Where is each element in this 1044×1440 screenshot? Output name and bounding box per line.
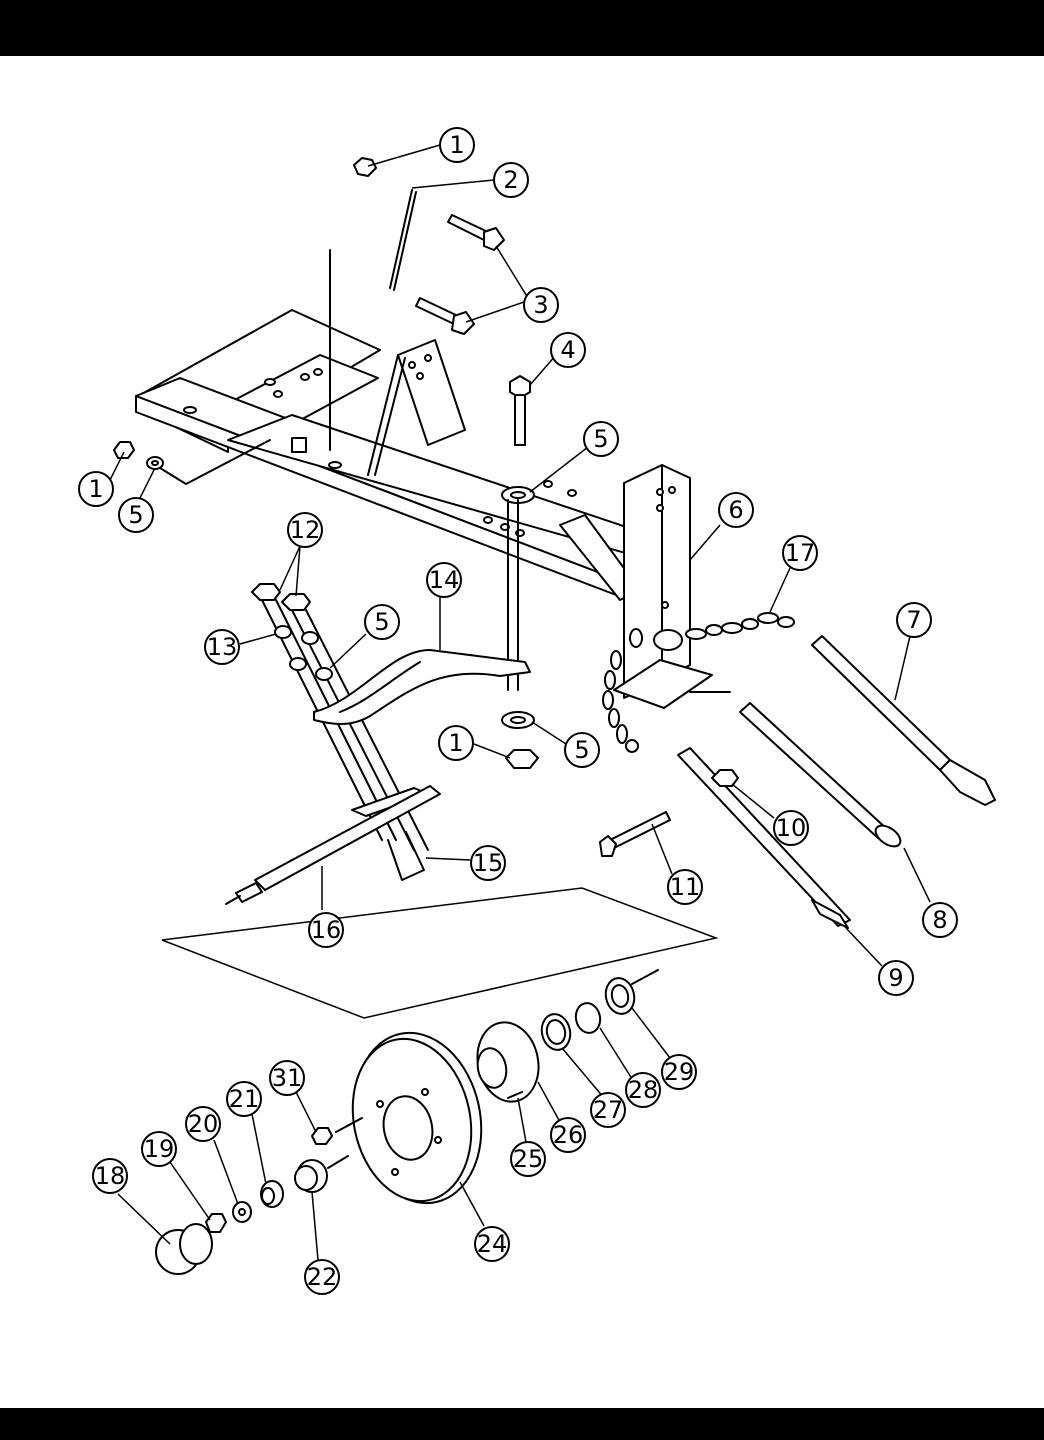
callout-label: 29 — [664, 1058, 695, 1086]
callout-label: 17 — [785, 539, 816, 567]
callout-17: 17 — [782, 535, 818, 571]
callout-26: 26 — [550, 1117, 586, 1153]
callout-3: 3 — [523, 287, 559, 323]
callout-11: 11 — [667, 869, 703, 905]
top-black-bar — [0, 0, 1044, 56]
callout-22: 22 — [304, 1259, 340, 1295]
callout-label: 5 — [128, 501, 143, 529]
callout-13: 13 — [204, 629, 240, 665]
callout-label: 12 — [290, 516, 321, 544]
callout-19: 19 — [141, 1131, 177, 1167]
callout-27: 27 — [590, 1092, 626, 1128]
callout-15: 15 — [470, 845, 506, 881]
callout-label: 11 — [670, 873, 701, 901]
callout-label: 10 — [776, 814, 807, 842]
callout-label: 20 — [188, 1110, 219, 1138]
callout-8: 8 — [922, 902, 958, 938]
callout-29: 29 — [661, 1054, 697, 1090]
callout-14: 14 — [426, 562, 462, 598]
callout-label: 15 — [473, 849, 504, 877]
callout-label: 1 — [449, 131, 464, 159]
callout-1-bottom: 1 — [438, 725, 474, 761]
callout-label: 4 — [560, 336, 575, 364]
callout-12: 12 — [287, 512, 323, 548]
callout-label: 3 — [533, 291, 548, 319]
callout-label: 24 — [477, 1230, 508, 1258]
top-hardware — [329, 157, 505, 451]
callout-label: 7 — [906, 606, 921, 634]
left-hardware — [113, 439, 271, 485]
callout-label: 2 — [503, 166, 518, 194]
callout-label: 25 — [513, 1145, 544, 1173]
callout-label: 14 — [429, 566, 460, 594]
callout-10: 10 — [773, 810, 809, 846]
callout-28: 28 — [625, 1072, 661, 1108]
callout-label: 18 — [95, 1162, 126, 1190]
callout-24: 24 — [474, 1226, 510, 1262]
callout-16: 16 — [308, 912, 344, 948]
callout-label: 28 — [628, 1076, 659, 1104]
callout-label: 16 — [311, 916, 342, 944]
callout-label: 8 — [932, 906, 947, 934]
callout-label: 21 — [229, 1085, 260, 1113]
callout-label: 19 — [144, 1135, 175, 1163]
callout-4: 4 — [550, 332, 586, 368]
callout-20: 20 — [185, 1106, 221, 1142]
callout-label: 6 — [728, 496, 743, 524]
callout-7: 7 — [896, 602, 932, 638]
callout-label: 22 — [307, 1263, 338, 1291]
callout-label: 5 — [374, 608, 389, 636]
callout-label: 5 — [593, 425, 608, 453]
callout-6: 6 — [718, 492, 754, 528]
callout-label: 1 — [448, 729, 463, 757]
callout-label: 5 — [574, 736, 589, 764]
callout-label: 26 — [553, 1121, 584, 1149]
callout-5-left: 5 — [118, 497, 154, 533]
leader-lines — [109, 144, 931, 1261]
callout-label: 13 — [207, 633, 238, 661]
callout-21: 21 — [226, 1081, 262, 1117]
callout-2: 2 — [493, 162, 529, 198]
vertical-bolt — [501, 375, 539, 769]
callout-label: 9 — [888, 964, 903, 992]
callout-5-spring: 5 — [364, 604, 400, 640]
callout-label: 27 — [593, 1096, 624, 1124]
tongue-tubes — [599, 635, 996, 929]
callout-1-left: 1 — [78, 471, 114, 507]
callout-9: 9 — [878, 960, 914, 996]
spring-axle-assembly — [161, 583, 719, 1019]
callout-18: 18 — [92, 1158, 128, 1194]
callout-5-bottom: 5 — [564, 732, 600, 768]
callout-label: 1 — [88, 475, 103, 503]
bottom-black-bar — [0, 1408, 1044, 1440]
callout-1-top: 1 — [439, 127, 475, 163]
jack-post — [613, 464, 713, 709]
callout-5-frame: 5 — [583, 421, 619, 457]
safety-chain — [602, 612, 795, 753]
callout-label: 31 — [272, 1064, 303, 1092]
callout-25: 25 — [510, 1141, 546, 1177]
callout-31: 31 — [269, 1060, 305, 1096]
hub-assembly — [155, 969, 659, 1275]
